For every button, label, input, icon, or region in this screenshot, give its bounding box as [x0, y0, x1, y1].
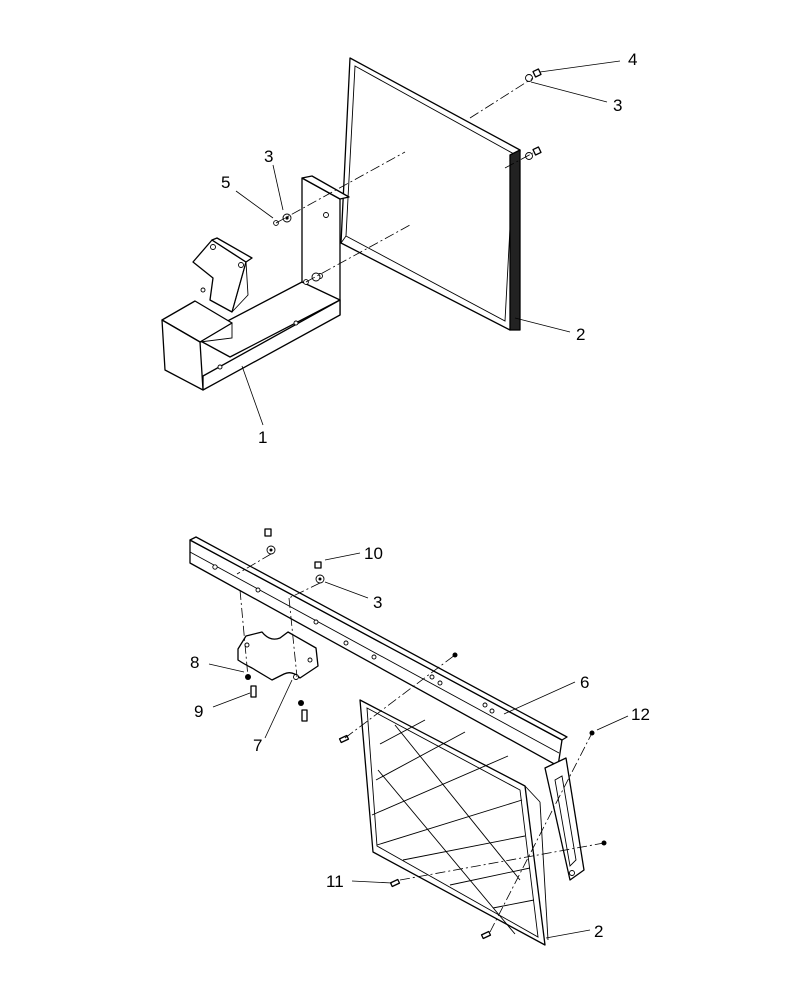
lower-leaders	[208, 552, 629, 939]
callout-2-lower: 2	[594, 922, 603, 941]
lower-side-bracket	[544, 757, 585, 881]
upper-fasteners	[273, 68, 542, 285]
callout-10: 10	[364, 544, 383, 563]
lower-fasteners	[245, 528, 607, 940]
callout-8: 8	[190, 653, 199, 672]
upper-panel	[340, 57, 521, 331]
callout-5: 5	[221, 173, 230, 192]
callout-3-upper-bracket: 3	[264, 147, 273, 166]
lower-mount-bar	[189, 536, 568, 769]
callout-3-lower: 3	[373, 593, 382, 612]
callout-9: 9	[194, 702, 203, 721]
upper-leaders	[235, 60, 621, 426]
upper-bracket	[161, 175, 350, 391]
lower-panel	[359, 699, 549, 946]
callout-6: 6	[580, 673, 589, 692]
callout-11: 11	[326, 872, 344, 891]
lower-assembly: 10 3 8 9 7 6 12 11 2	[189, 528, 650, 946]
upper-center-lines	[275, 77, 534, 283]
lower-clamp-plate	[237, 631, 319, 681]
upper-assembly: 1 2 3 5 4 3	[161, 50, 637, 447]
callout-2-upper: 2	[576, 325, 585, 344]
callout-3-upper-panel: 3	[613, 96, 622, 115]
callout-1: 1	[258, 428, 267, 447]
callout-7: 7	[253, 736, 262, 755]
callout-4: 4	[628, 50, 637, 69]
callout-12: 12	[631, 705, 650, 724]
lower-center-lines	[236, 553, 605, 933]
